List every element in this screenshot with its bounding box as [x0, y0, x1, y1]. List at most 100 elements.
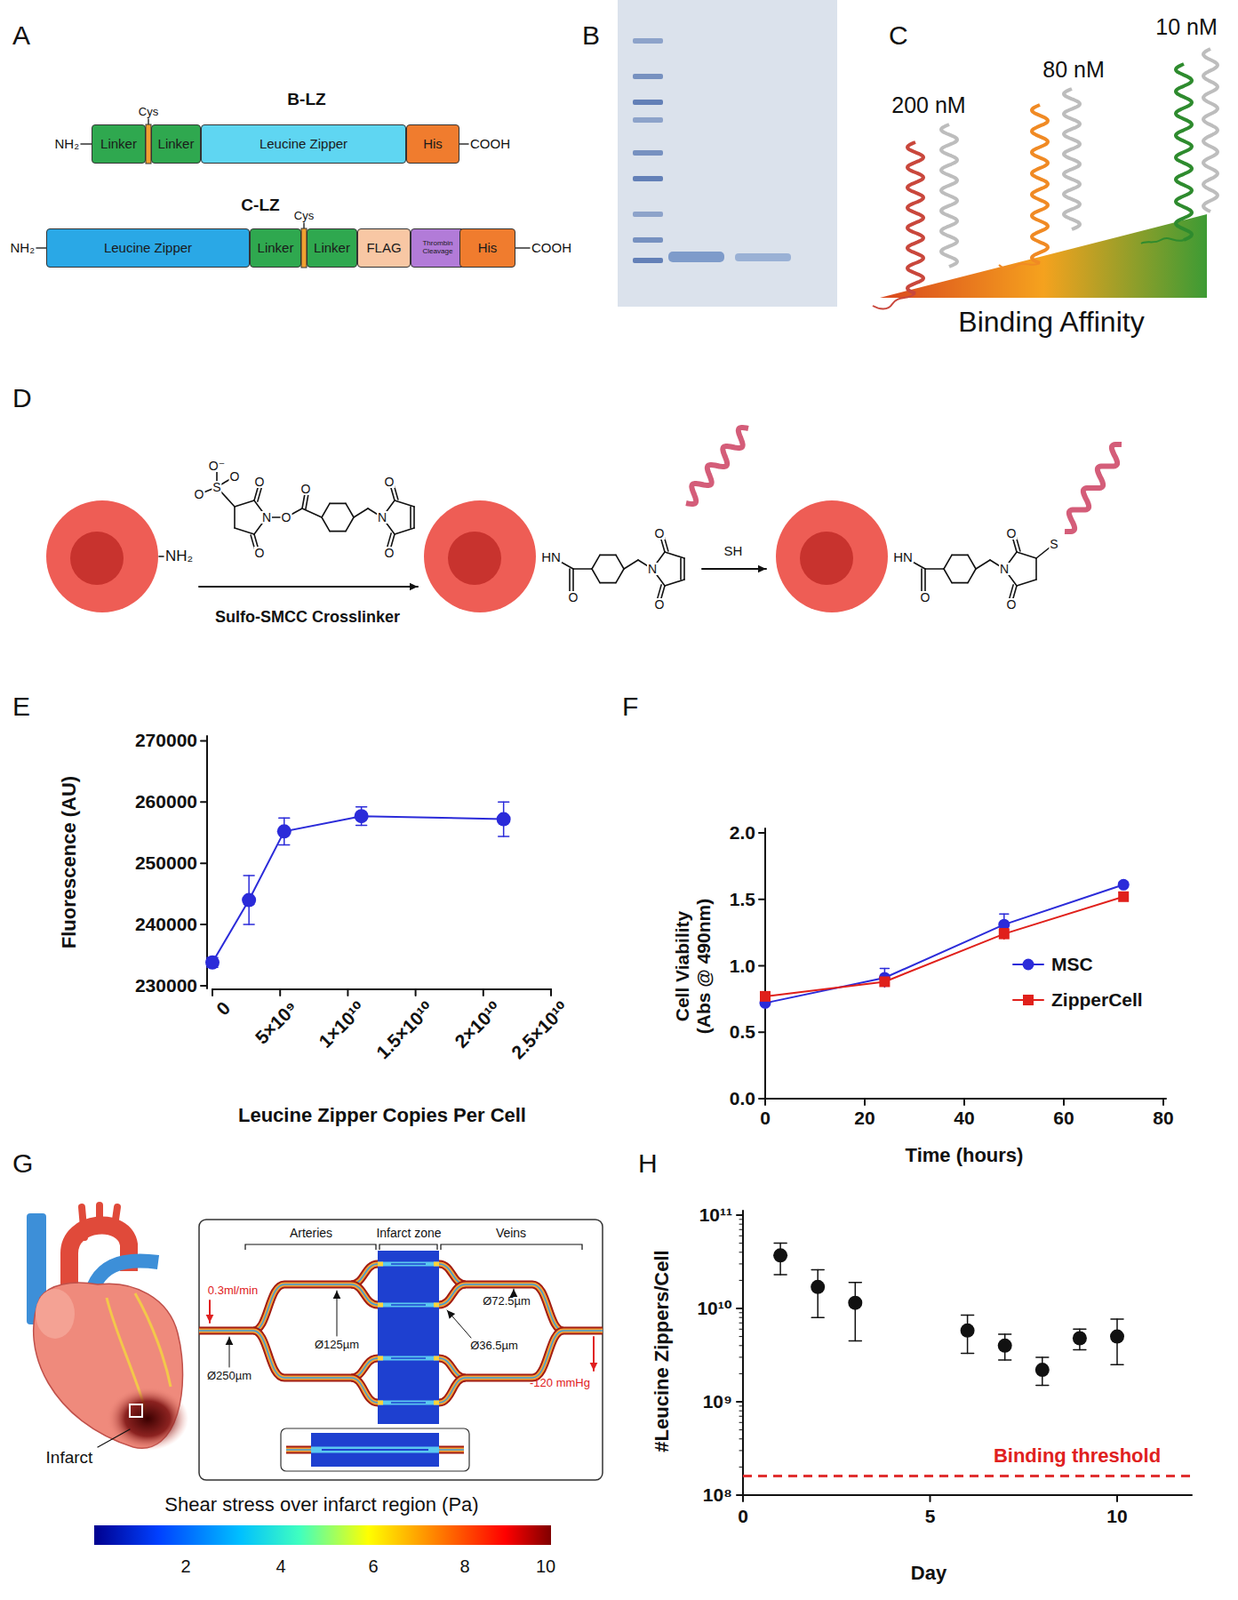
label: O	[193, 487, 206, 501]
chem-bond	[615, 568, 624, 584]
ladder-band	[632, 99, 663, 105]
label: 230000	[135, 974, 198, 997]
chem-bond	[925, 567, 944, 570]
label: 6	[367, 1556, 378, 1577]
label: O	[654, 527, 666, 540]
cell-nucleus	[447, 531, 502, 585]
label: 80 nM	[1042, 56, 1104, 83]
shear-hotspot	[377, 1400, 384, 1406]
terminus-line	[80, 143, 92, 145]
minor-tick	[739, 1223, 743, 1225]
vessel-channel	[439, 1284, 466, 1305]
error-cap	[1036, 1356, 1049, 1358]
tick	[200, 923, 208, 926]
chem-bond	[321, 503, 330, 518]
tick	[742, 1494, 744, 1502]
chem-bond	[599, 554, 616, 557]
label: 10 nM	[1155, 14, 1217, 40]
label: A	[12, 20, 31, 52]
label: Ø36.5µm	[470, 1339, 519, 1353]
vessel-channel	[439, 1284, 466, 1305]
chem-bond	[599, 582, 616, 584]
label: 1×10¹⁰	[314, 997, 370, 1053]
flow-stripe	[377, 1400, 440, 1406]
box-label: His	[423, 136, 443, 152]
colorbar	[94, 1525, 552, 1545]
data-point	[998, 1338, 1013, 1353]
flow-stripe	[391, 1357, 426, 1359]
minor-tick	[739, 1335, 743, 1337]
chem-bond	[573, 567, 592, 570]
tick	[929, 1494, 932, 1502]
vessel-channel	[439, 1377, 466, 1403]
domain-box: Linker	[306, 228, 358, 268]
helix-tail	[998, 263, 1040, 270]
legend-marker	[1022, 958, 1035, 971]
label: Cys	[294, 209, 314, 224]
error-cap	[279, 844, 290, 847]
minor-tick	[739, 1311, 743, 1313]
label: 1.5	[729, 888, 756, 911]
ladder-band	[632, 237, 663, 243]
chem-bond	[679, 558, 682, 580]
box-label: Linker	[313, 240, 351, 256]
vessel-channel	[351, 1284, 378, 1305]
box-label: His	[478, 240, 498, 256]
label: O	[383, 475, 396, 488]
chem-bond	[591, 554, 600, 569]
tick	[211, 989, 214, 996]
label: COOH	[531, 239, 572, 256]
minor-tick	[739, 1229, 743, 1231]
ladder-band	[632, 73, 663, 80]
ladder-band	[632, 150, 663, 156]
ladder-band	[632, 175, 663, 182]
cell-nucleus	[799, 531, 854, 585]
chem-bond	[329, 503, 346, 505]
label: #Leucine Zippers/Cell	[650, 1249, 673, 1452]
ladder-band	[632, 38, 663, 44]
axis	[764, 828, 767, 1099]
chem-bond	[1016, 579, 1037, 586]
pressure-arrow-head	[590, 1362, 599, 1371]
label: H	[638, 1148, 658, 1180]
cell	[46, 500, 159, 613]
helix-green	[1175, 63, 1192, 240]
peptide-helix	[686, 427, 749, 504]
label: 2	[180, 1556, 191, 1577]
label: O	[919, 591, 932, 604]
label: 2.0	[729, 822, 756, 844]
vessel-channel	[351, 1377, 378, 1403]
label: NH₂	[55, 135, 80, 152]
label: 60	[1053, 1107, 1074, 1129]
chem-bond	[345, 503, 354, 518]
minor-tick	[739, 1322, 743, 1324]
shear-hotspot	[377, 1356, 384, 1361]
vessel-channel	[439, 1284, 466, 1305]
chem-bond	[353, 508, 368, 518]
error-cap	[498, 801, 510, 804]
zoom-marker	[129, 1404, 143, 1417]
error-cap	[1073, 1349, 1087, 1351]
dimension-pointer-head	[225, 1336, 234, 1345]
data-point	[277, 823, 292, 839]
chem-bond	[233, 506, 236, 528]
label: Leucine Zipper Copies Per Cell	[238, 1103, 527, 1127]
dimension-pointer-head	[333, 1290, 342, 1299]
label: 0	[759, 1107, 771, 1129]
tick	[200, 739, 208, 742]
error-cap	[1036, 1384, 1049, 1387]
data-point	[1118, 878, 1130, 891]
data-point	[960, 1323, 975, 1338]
minor-tick	[739, 1449, 743, 1451]
axis	[765, 1097, 1167, 1100]
label: 10¹¹	[699, 1204, 733, 1226]
vessel-channel	[563, 1326, 603, 1335]
chem-bond	[683, 558, 686, 580]
label: O	[229, 470, 241, 483]
shear-hotspot	[433, 1356, 440, 1361]
label: N	[998, 562, 1010, 576]
label: -120 mmHg	[529, 1376, 591, 1390]
data-point	[1072, 1330, 1087, 1345]
label: 0	[212, 997, 235, 1020]
box-label: Linker	[100, 136, 137, 152]
